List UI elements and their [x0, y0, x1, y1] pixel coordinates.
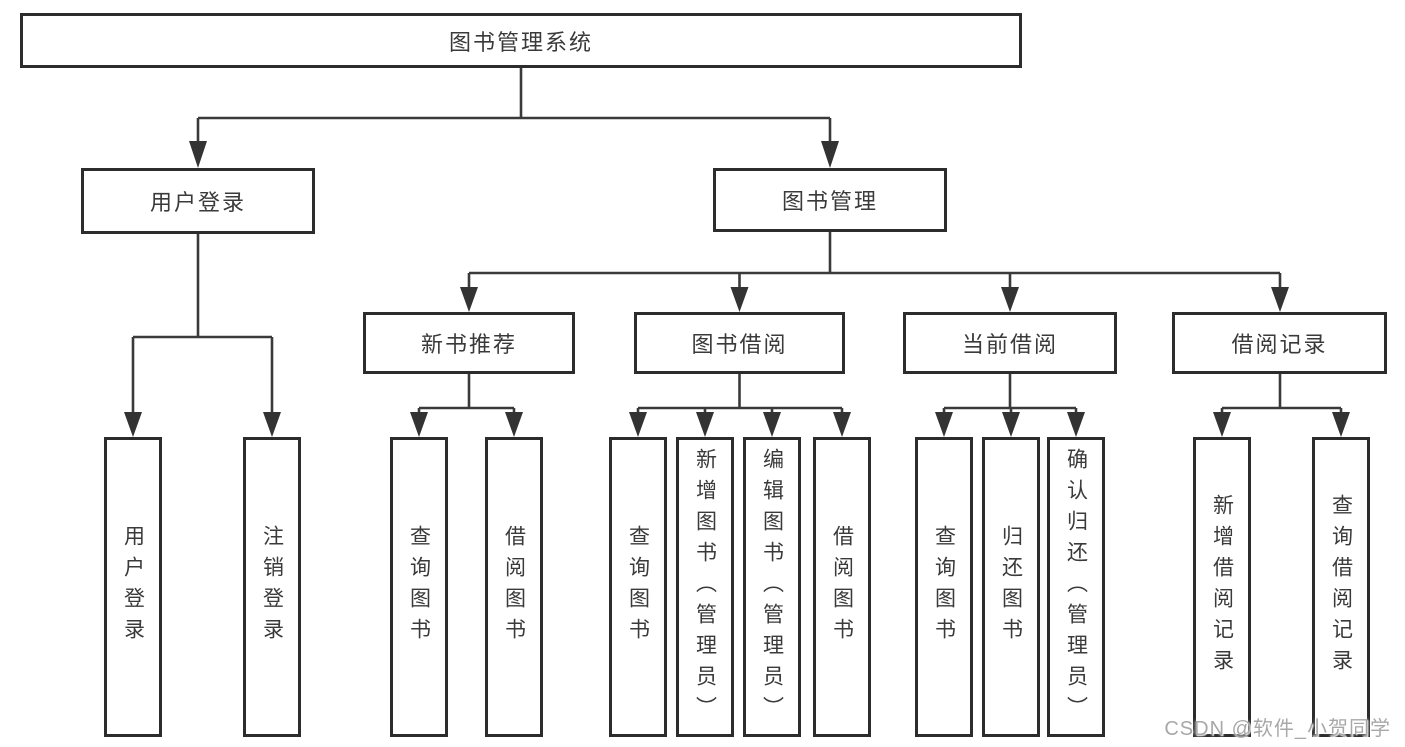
leaf-borrow-book-recommend: 借阅图书: [485, 437, 543, 737]
leaf-logout: 注销登录: [243, 437, 301, 737]
node-book-borrowing: 图书借阅: [634, 312, 845, 374]
leaf-add-book-admin: 新增图书（管理员）: [676, 437, 734, 737]
watermark-text: CSDN @软件_小贺同学: [1164, 718, 1391, 740]
leaf-edit-book-admin: 编辑图书（管理员）: [743, 437, 801, 737]
node-current-borrowing: 当前借阅: [903, 312, 1117, 374]
leaf-user-login: 用户登录: [104, 437, 162, 737]
leaf-confirm-return-admin: 确认归还（管理员）: [1047, 437, 1105, 737]
leaf-add-borrow-record: 新增借阅记录: [1193, 437, 1251, 737]
leaf-query-book-current: 查询图书: [915, 437, 973, 737]
node-new-book-recommendation: 新书推荐: [363, 312, 575, 374]
leaf-return-book: 归还图书: [982, 437, 1040, 737]
node-library-management-system: 图书管理系统: [20, 13, 1022, 68]
node-user-login: 用户登录: [81, 168, 315, 234]
leaf-borrow-book-borrowing: 借阅图书: [813, 437, 871, 737]
node-book-management: 图书管理: [713, 168, 947, 232]
leaf-query-book-borrowing: 查询图书: [609, 437, 667, 737]
node-borrowing-records: 借阅记录: [1172, 312, 1387, 374]
leaf-query-book-recommend: 查询图书: [390, 437, 448, 737]
leaf-query-borrow-record: 查询借阅记录: [1312, 437, 1370, 737]
